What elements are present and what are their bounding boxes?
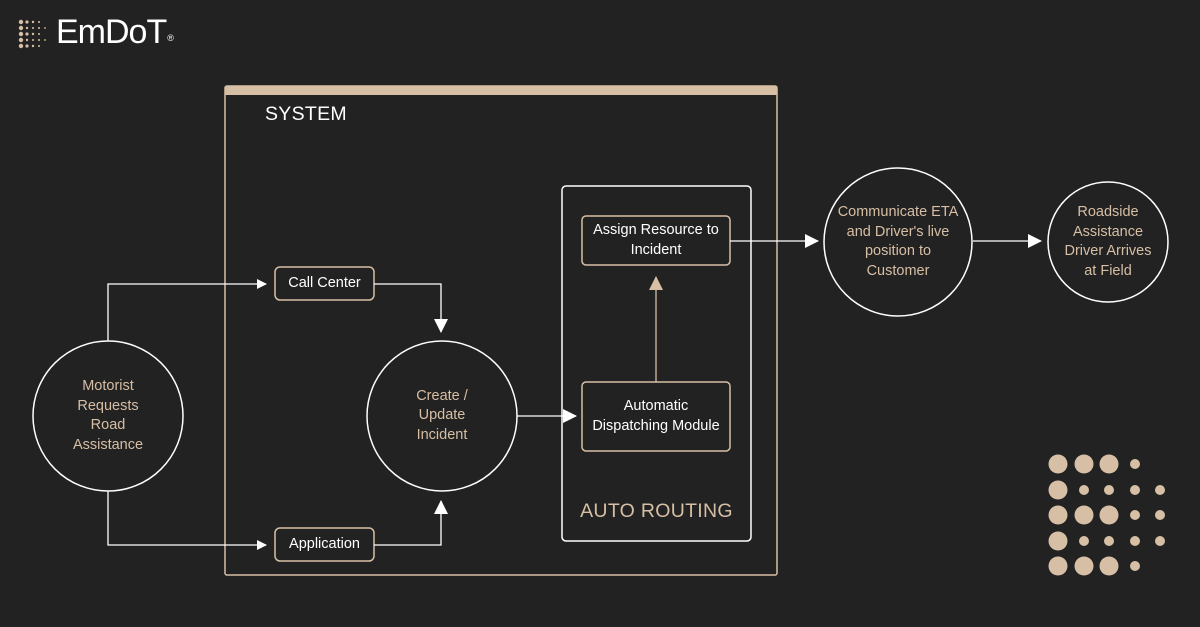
arrives-label: Roadside Assistance Driver Arrives at Fi… (1064, 204, 1152, 279)
motorist-label: Motorist Requests Road Assistance (72, 378, 144, 453)
logo-dot-grid-icon (18, 19, 46, 49)
system-container-header-bar (225, 86, 777, 95)
arrow-motorist-to-application (107, 491, 267, 550)
trademark-symbol: ® (167, 33, 174, 43)
auto-routing-title: AUTO ROUTING (580, 500, 733, 522)
communicate-node (823, 167, 973, 317)
communicate-label: Communicate ETA and Driver's live positi… (837, 204, 959, 279)
decorative-dot-pattern (1048, 454, 1165, 576)
arrow-call-center-to-create (374, 283, 448, 333)
dispatching-label: Automatic Dispatching Module (592, 398, 720, 434)
brand-wordmark: EmDoT® (56, 12, 174, 58)
brand-name: EmDoT (56, 13, 167, 51)
arrow-application-to-create (374, 500, 448, 546)
brand-logo: EmDoT® (18, 12, 174, 58)
assign-label: Assign Resource to Incident (593, 222, 719, 258)
application-label: Application (289, 535, 360, 552)
arrives-node (1047, 181, 1169, 303)
system-title: SYSTEM (265, 103, 347, 125)
create-update-label: Create / Update Incident (416, 387, 468, 443)
call-center-label: Call Center (288, 274, 361, 291)
arrow-motorist-to-call-center (107, 279, 267, 341)
auto-routing-container (561, 185, 752, 542)
